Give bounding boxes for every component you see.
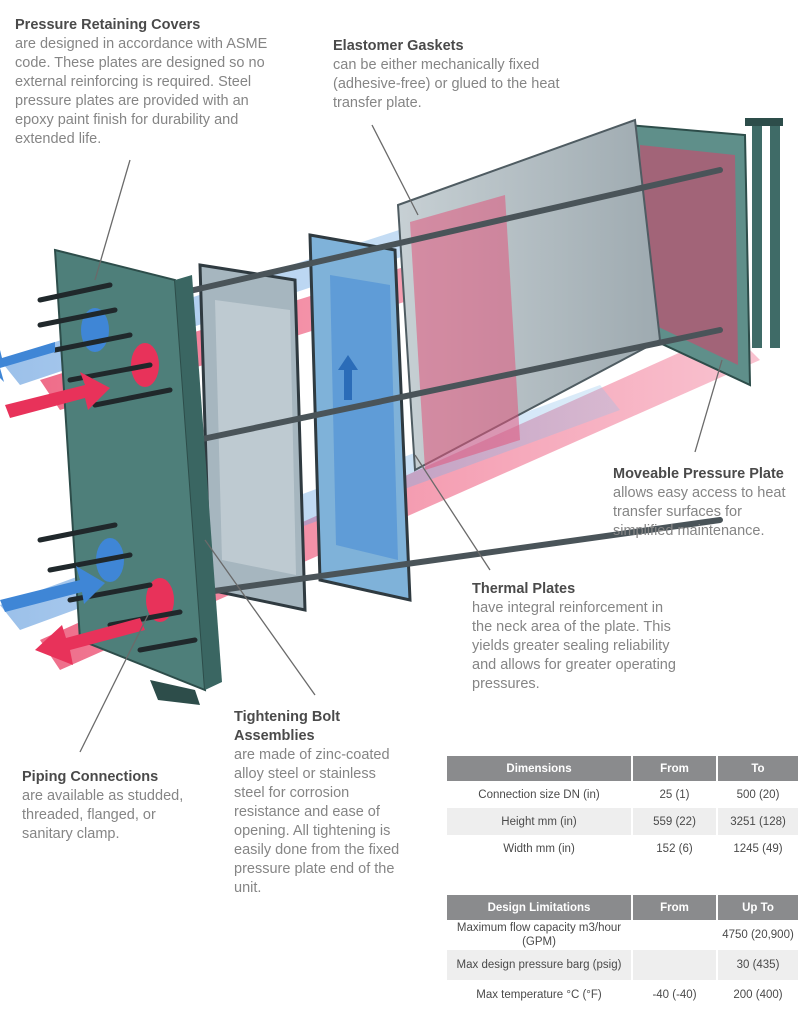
table-row: Connection size DN (in) 25 (1) 500 (20) [447, 781, 798, 808]
table-header-row: Dimensions From To [447, 756, 798, 781]
callout-elastomer-gaskets: Elastomer Gaskets can be either mechanic… [333, 37, 563, 113]
table-cell: Maximum flow capacity m3/hour (GPM) [456, 922, 622, 948]
callout-body: are available as studded, threaded, flan… [22, 788, 184, 842]
table-cell: 500 (20) [736, 788, 780, 801]
callout-piping-connections: Piping Connections are available as stud… [22, 768, 202, 844]
table-cell: Max temperature °C (°F) [476, 989, 602, 1001]
callout-title: Pressure Retaining Covers [15, 17, 201, 33]
table-cell: 152 (6) [656, 842, 693, 855]
table-cell [633, 950, 716, 980]
callout-thermal-plates: Thermal Plates have integral reinforceme… [472, 580, 687, 694]
table-cell: Connection size DN (in) [478, 788, 600, 801]
leader-bolt [204, 539, 316, 696]
table-row: Height mm (in) 559 (22) 3251 (128) [447, 808, 798, 835]
hot-outlet-arrow [35, 618, 145, 665]
table-cell: 200 (400) [733, 989, 783, 1001]
table-cell: 1245 (49) [733, 842, 783, 855]
column-header: From [633, 895, 716, 920]
column-header: Design Limitations [447, 895, 631, 920]
table-row: Maximum flow capacity m3/hour (GPM) 4750… [447, 920, 798, 950]
callout-title: Moveable Pressure Plate [613, 466, 784, 482]
callout-body: have integral reinforcement in the neck … [472, 600, 676, 692]
cold-inlet-arrow [0, 566, 105, 612]
table-cell: Width mm (in) [503, 842, 575, 855]
callout-body: are made of zinc-coated alloy steel or s… [234, 747, 400, 896]
callout-title: Tightening Bolt Assemblies [234, 709, 341, 744]
column-header: From [633, 756, 716, 781]
callout-tightening-bolt-assemblies: Tightening Bolt Assemblies are made of z… [234, 708, 404, 898]
table-cell: 4750 (20,900) [722, 929, 794, 941]
callout-moveable-pressure-plate: Moveable Pressure Plate allows easy acce… [613, 465, 803, 541]
thermal-plate-middle [308, 233, 412, 602]
table-cell [633, 920, 716, 950]
table-cell: 559 (22) [633, 808, 716, 835]
table-cell: -40 (-40) [652, 989, 697, 1001]
thermal-plate-front [198, 263, 307, 612]
table-cell: 30 (435) [718, 950, 798, 980]
leader-thermal [414, 454, 491, 571]
table-cell: Height mm (in) [447, 808, 631, 835]
callout-title: Thermal Plates [472, 581, 576, 597]
callout-title: Elastomer Gaskets [333, 38, 464, 54]
callout-pressure-retaining-covers: Pressure Retaining Covers are designed i… [15, 16, 290, 149]
leader-piping [79, 614, 149, 753]
callout-title: Piping Connections [22, 769, 159, 785]
leader-moveable [694, 359, 723, 453]
callout-body: are designed in accordance with ASME cod… [15, 36, 268, 147]
flow-arrows [0, 342, 145, 665]
callout-body: allows easy access to heat transfer surf… [613, 485, 786, 539]
column-header: Up To [718, 895, 798, 920]
callout-body: can be either mechanically fixed (adhesi… [333, 57, 560, 111]
column-header: Dimensions [447, 756, 631, 781]
table-row: Max temperature °C (°F) -40 (-40) 200 (4… [447, 980, 798, 1010]
leader-lines [79, 124, 723, 753]
leader-covers [94, 159, 131, 281]
hot-inlet-arrow [5, 372, 110, 418]
table-cell: 25 (1) [659, 788, 690, 801]
table-cell: 3251 (128) [718, 808, 798, 835]
column-header: To [718, 756, 798, 781]
tie-rods [147, 167, 723, 603]
design-limitations-table: Design Limitations From Up To Maximum fl… [445, 895, 800, 1010]
leader-gaskets [371, 124, 419, 216]
table-cell: Max design pressure barg (psig) [447, 950, 631, 980]
table-row: Width mm (in) 152 (6) 1245 (49) [447, 835, 798, 862]
cold-outlet-arrow [0, 342, 55, 382]
table-header-row: Design Limitations From Up To [447, 895, 798, 920]
table-row: Max design pressure barg (psig) 30 (435) [447, 950, 798, 980]
dimensions-table: Dimensions From To Connection size DN (i… [445, 756, 800, 862]
